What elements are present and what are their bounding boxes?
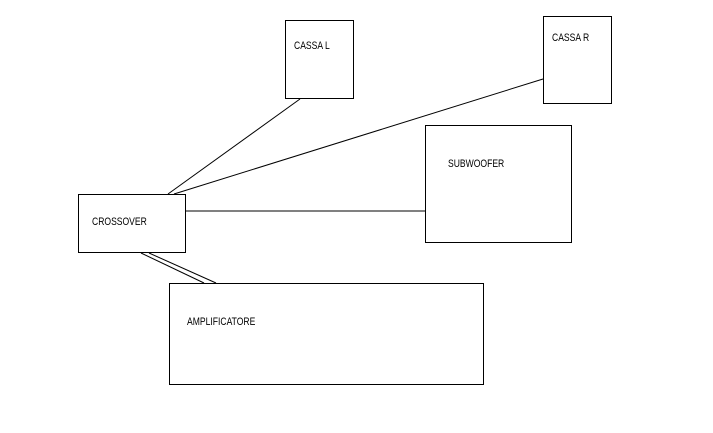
wire-crossover-amplificatore-b [148,252,217,284]
wire-crossover-cassa-r [173,78,544,195]
node-label-cassa-r: CASSA R [552,32,590,44]
wire-crossover-amplificatore-a [140,252,205,284]
node-label-amplificatore: AMPLIFICATORE [187,316,256,328]
node-crossover: CROSSOVER [78,194,186,253]
node-subwoofer: SUBWOOFER [425,125,572,243]
node-label-crossover: CROSSOVER [92,216,147,228]
node-cassa-l: CASSA L [285,20,354,99]
node-amplificatore: AMPLIFICATORE [169,283,484,385]
node-label-subwoofer: SUBWOOFER [448,158,505,170]
wire-crossover-cassa-l [167,98,301,195]
node-cassa-r: CASSA R [543,16,612,104]
node-label-cassa-l: CASSA L [294,40,330,52]
